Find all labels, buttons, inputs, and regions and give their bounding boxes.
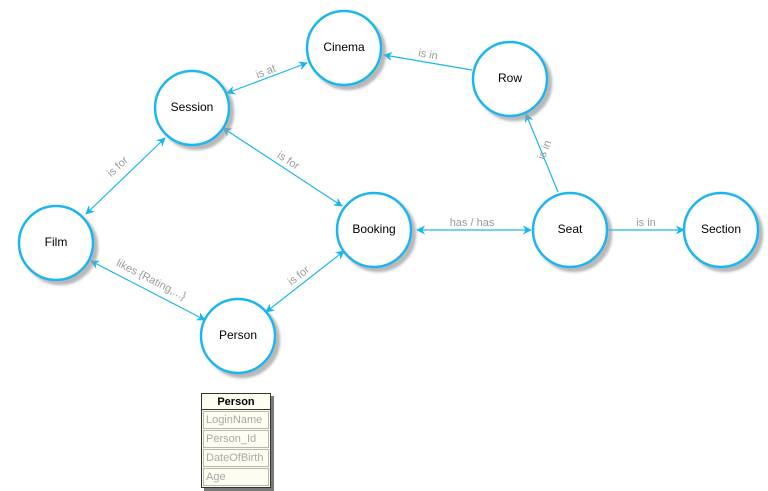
- edge-seat-row[interactable]: [524, 113, 559, 193]
- edge-session-film[interactable]: [85, 137, 166, 215]
- edge-booking-session[interactable]: [222, 127, 343, 207]
- node-label-row: Row: [498, 71, 522, 85]
- edge-label-booking-session: is for: [275, 149, 302, 172]
- edge-label-booking-person: is for: [286, 264, 312, 288]
- nodes: Cinema Row Session Film Booking Seat Sec…: [17, 9, 760, 375]
- node-person[interactable]: Person: [199, 297, 277, 375]
- node-section[interactable]: Section: [682, 191, 760, 269]
- node-label-cinema: Cinema: [323, 40, 365, 54]
- edge-session-cinema[interactable]: [226, 61, 308, 95]
- node-booking[interactable]: Booking: [335, 191, 413, 269]
- edge-label-seat-row: is in: [536, 139, 554, 162]
- edges: [85, 51, 685, 321]
- entity-attribute-dateofbirth[interactable]: DateOfBirth: [203, 449, 269, 467]
- edge-label-row-cinema: is in: [417, 47, 438, 62]
- edge-booking-person[interactable]: [265, 250, 345, 313]
- node-label-section: Section: [701, 222, 741, 236]
- edge-label-booking-seat: has / has: [450, 217, 495, 229]
- edge-label-seat-section: is in: [636, 217, 656, 229]
- node-label-person: Person: [219, 328, 257, 342]
- node-label-booking: Booking: [352, 222, 395, 236]
- entity-attribute-person-id[interactable]: Person_Id: [203, 430, 269, 448]
- node-label-seat: Seat: [558, 222, 583, 236]
- person-entity-table[interactable]: Person LoginName Person_Id DateOfBirth A…: [201, 393, 271, 488]
- entity-attribute-age[interactable]: Age: [203, 468, 269, 486]
- entity-attribute-loginname[interactable]: LoginName: [203, 411, 269, 429]
- edge-row-cinema[interactable]: [383, 51, 473, 71]
- edge-label-session-film: is for: [105, 154, 131, 179]
- node-row[interactable]: Row: [471, 40, 549, 118]
- node-cinema[interactable]: Cinema: [305, 9, 383, 87]
- node-seat[interactable]: Seat: [531, 191, 609, 269]
- entity-title: Person: [202, 394, 270, 410]
- node-label-film: Film: [45, 235, 68, 249]
- edge-film-person[interactable]: [90, 260, 206, 321]
- node-session[interactable]: Session: [153, 69, 231, 147]
- edge-label-film-person: likes {Rating,...}: [114, 257, 188, 303]
- node-film[interactable]: Film: [17, 204, 95, 282]
- node-label-session: Session: [171, 100, 214, 114]
